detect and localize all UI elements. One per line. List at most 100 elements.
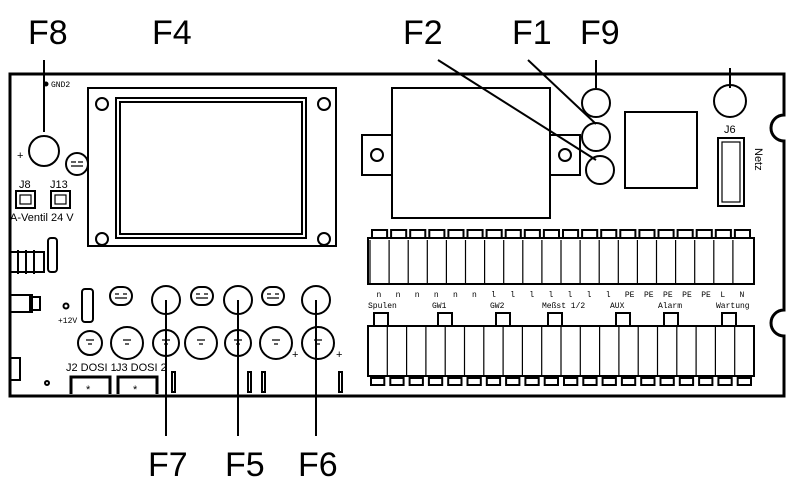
upper-pin-label: PE bbox=[644, 291, 654, 300]
upper-terminal-cap bbox=[714, 229, 732, 239]
upper-terminal-cap bbox=[409, 229, 427, 239]
capacitor bbox=[259, 326, 293, 360]
label-f4: F4 bbox=[152, 14, 192, 52]
j2-star: * bbox=[86, 384, 91, 396]
fuse-f6 bbox=[301, 285, 331, 315]
upper-terminal-cap bbox=[638, 229, 656, 239]
square-component bbox=[624, 111, 698, 189]
connector-j6-inner bbox=[721, 141, 741, 203]
group-bracket bbox=[721, 312, 737, 326]
upper-pin-label: PE bbox=[625, 291, 635, 300]
cap-plus-1: + bbox=[292, 349, 298, 361]
lower-terminal-foot bbox=[601, 377, 617, 386]
lower-terminal-foot bbox=[505, 377, 521, 386]
upper-terminal-cap bbox=[619, 229, 637, 239]
upper-pin-label: l bbox=[568, 291, 573, 300]
upper-terminal-cap bbox=[600, 229, 618, 239]
upper-terminal-cap bbox=[447, 229, 465, 239]
capacitor bbox=[224, 329, 252, 357]
upper-pin-label: n bbox=[434, 291, 439, 300]
plus12v-label: +12V bbox=[58, 317, 77, 326]
group-bracket bbox=[547, 312, 563, 326]
fuse-f1 bbox=[581, 122, 611, 152]
lower-terminal-foot bbox=[582, 377, 598, 386]
lower-terminal-foot bbox=[640, 377, 656, 386]
upper-pin-label: n bbox=[396, 291, 401, 300]
fuse-f2 bbox=[585, 155, 615, 185]
capacitor bbox=[152, 329, 180, 357]
upper-pin-label: L bbox=[720, 291, 725, 300]
capacitor bbox=[77, 330, 103, 356]
upper-terminal-strip bbox=[367, 229, 755, 285]
lower-terminal-foot bbox=[466, 377, 482, 386]
upper-pin-label: l bbox=[529, 291, 534, 300]
lower-terminal-foot bbox=[717, 377, 733, 386]
lower-terminal-foot bbox=[427, 377, 444, 386]
leader-f2 bbox=[437, 59, 597, 161]
lower-terminal-foot bbox=[370, 377, 386, 386]
group-label: AUX bbox=[610, 302, 625, 311]
upper-terminal-cap bbox=[733, 229, 752, 239]
upper-terminal-cap bbox=[504, 229, 522, 239]
lower-terminal-foot bbox=[447, 377, 463, 386]
upper-pin-label: n bbox=[472, 291, 477, 300]
capacitor bbox=[301, 326, 335, 360]
connector-j13 bbox=[50, 190, 71, 209]
group-label: Wartung bbox=[716, 302, 750, 311]
group-bracket bbox=[663, 312, 679, 326]
upper-terminal-cap bbox=[676, 229, 694, 239]
group-label: GW1 bbox=[432, 302, 447, 311]
j8-label: J8 bbox=[19, 179, 31, 191]
group-bracket bbox=[615, 312, 631, 326]
fuse-f7 bbox=[151, 285, 181, 315]
group-bracket bbox=[437, 312, 453, 326]
upper-terminal-cap bbox=[371, 229, 389, 239]
connector-j13-inner bbox=[54, 194, 67, 205]
upper-terminal-cap bbox=[581, 229, 599, 239]
netz-label: Netz bbox=[752, 148, 764, 171]
fuse-f9 bbox=[581, 88, 611, 118]
label-f8: F8 bbox=[28, 14, 68, 52]
capacitor-mark bbox=[314, 339, 322, 345]
a-ventil-label: A-Ventil bbox=[10, 212, 48, 224]
lower-terminal-foot bbox=[543, 377, 560, 386]
connector-j2 bbox=[69, 375, 112, 394]
group-label: Meßst 1/2 bbox=[542, 302, 585, 311]
upper-terminal-cap bbox=[466, 229, 484, 239]
fuse-f8 bbox=[28, 135, 60, 167]
left-fuse-holder bbox=[81, 288, 94, 323]
connector-j6 bbox=[717, 137, 745, 207]
capacitor bbox=[110, 326, 144, 360]
upper-terminal-cap bbox=[542, 229, 561, 239]
fuse-f5 bbox=[223, 285, 253, 315]
24v-label: 24 V bbox=[51, 212, 74, 224]
upper-terminal-cap bbox=[428, 229, 446, 239]
upper-pin-label: PE bbox=[682, 291, 692, 300]
lower-terminal-foot bbox=[620, 377, 637, 386]
small-caps-row bbox=[109, 286, 285, 306]
lower-terminal-foot bbox=[736, 377, 753, 386]
capacitor-mark bbox=[162, 339, 170, 345]
upper-pin-label: n bbox=[453, 291, 458, 300]
j2-label: J2 DOSI 1 bbox=[66, 362, 117, 374]
relay-block bbox=[361, 87, 581, 219]
j6-label: J6 bbox=[724, 124, 736, 136]
lower-terminal-foot bbox=[408, 377, 424, 386]
label-f6: F6 bbox=[298, 446, 338, 482]
bottom-pins bbox=[171, 371, 343, 393]
f8-plus: + bbox=[17, 150, 23, 162]
capacitor-mark bbox=[86, 339, 94, 345]
capacitor-mark bbox=[197, 339, 205, 345]
label-f9: F9 bbox=[580, 14, 620, 52]
cap-plus-2: + bbox=[336, 349, 342, 361]
group-label: GW2 bbox=[490, 302, 505, 311]
upper-terminal-cap bbox=[562, 229, 580, 239]
fuse-top-right bbox=[713, 84, 747, 118]
leader-f1 bbox=[527, 59, 597, 125]
gnd2-dot bbox=[43, 81, 49, 87]
lower-terminal-foot bbox=[563, 377, 579, 386]
group-label: Alarm bbox=[658, 302, 682, 311]
small-cap-left bbox=[65, 152, 89, 176]
upper-pin-label: l bbox=[548, 291, 553, 300]
